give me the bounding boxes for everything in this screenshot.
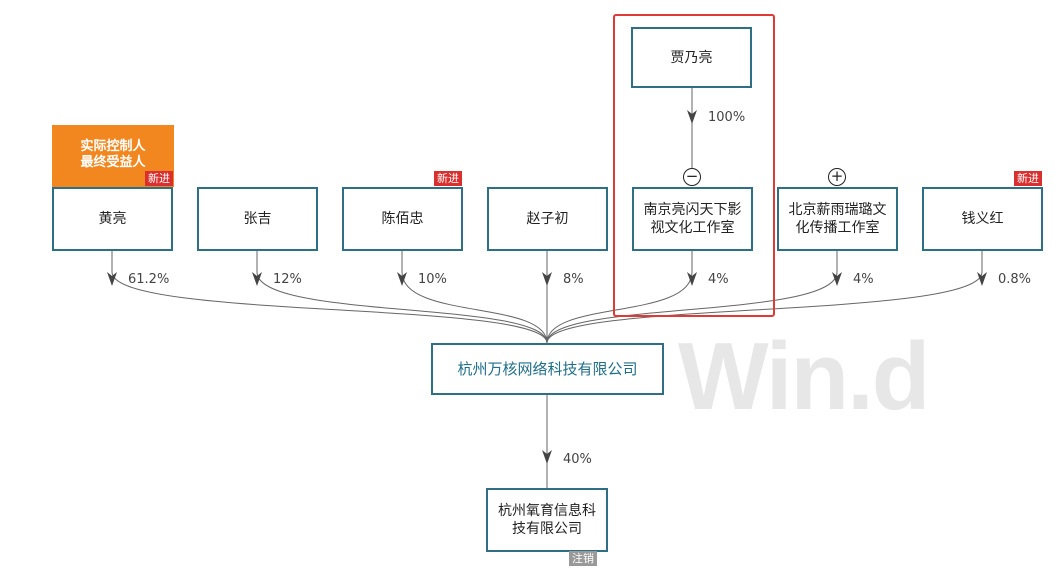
connector-arrow-subsidiary: [542, 450, 552, 464]
shareholder-node-3[interactable]: 赵子初: [487, 187, 608, 251]
shareholder-percent-5: 4%: [853, 272, 874, 287]
controller-badge: 实际控制人 最终受益人: [52, 125, 174, 187]
connector-arrow-2: [397, 272, 407, 286]
new-tag-0: 新进: [145, 171, 173, 186]
expand-toggle-icon[interactable]: +: [828, 168, 846, 186]
watermark: Win.d: [678, 323, 930, 430]
new-tag-6: 新进: [1014, 171, 1042, 186]
connector-curve-5: [546, 251, 838, 344]
collapse-toggle-icon[interactable]: −: [683, 168, 701, 186]
shareholder-percent-6: 0.8%: [998, 272, 1032, 287]
center-company-node[interactable]: 杭州万核网络科技有限公司: [431, 343, 664, 395]
connector-curve-0: [111, 251, 548, 344]
connector-curve-4: [546, 251, 693, 344]
connector-arrow-4: [687, 272, 697, 286]
shareholder-node-0[interactable]: 黄亮: [52, 187, 173, 251]
subsidiary-node[interactable]: 杭州氧育信息科技有限公司: [486, 488, 608, 552]
shareholder-node-2[interactable]: 陈佰忠: [342, 187, 463, 251]
highlight-frame: [613, 14, 775, 317]
connector-curve-1: [256, 251, 548, 344]
connector-arrow-6: [977, 272, 987, 286]
controller-badge-line1: 实际控制人: [80, 139, 146, 154]
upper-holder-percent: 100%: [708, 110, 746, 125]
connector-curve-2: [401, 251, 548, 344]
shareholder-percent-3: 8%: [563, 272, 584, 287]
connector-curve-6: [546, 251, 983, 344]
shareholder-node-5[interactable]: 北京薪雨瑞璐文化传播工作室: [777, 187, 898, 251]
shareholder-percent-2: 10%: [418, 272, 447, 287]
shareholder-percent-1: 12%: [273, 272, 302, 287]
upper-holder-node[interactable]: 贾乃亮: [631, 27, 752, 88]
shareholder-node-4[interactable]: 南京亮闪天下影视文化工作室: [632, 187, 753, 251]
cancelled-tag: 注销: [569, 551, 597, 566]
subsidiary-percent: 40%: [563, 452, 592, 467]
connector-arrow-0: [107, 272, 117, 286]
shareholder-percent-4: 4%: [708, 272, 729, 287]
connector-arrow-3: [542, 272, 552, 286]
controller-badge-line2: 最终受益人: [80, 155, 146, 170]
connector-arrow-5: [832, 272, 842, 286]
connector-arrow-1: [252, 272, 262, 286]
shareholder-percent-0: 61.2%: [128, 272, 170, 287]
shareholder-node-1[interactable]: 张吉: [197, 187, 318, 251]
new-tag-2: 新进: [434, 171, 462, 186]
shareholder-node-6[interactable]: 钱义红: [922, 187, 1043, 251]
connector-arrow-upper: [687, 110, 697, 124]
